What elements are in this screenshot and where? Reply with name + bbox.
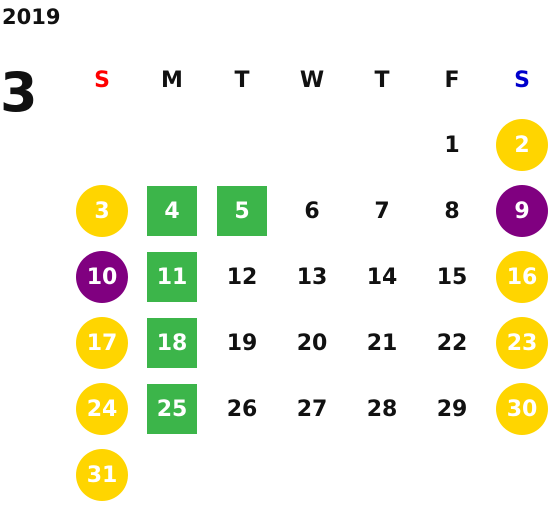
day-number: 28 <box>366 396 398 422</box>
weekday-header: W <box>299 67 325 93</box>
day-badge-yellow: 17 <box>76 317 128 369</box>
day-cell[interactable]: 9 <box>487 178 548 244</box>
day-badge-yellow: 16 <box>496 251 548 303</box>
empty-day-cell <box>137 112 207 178</box>
day-cell[interactable]: 17 <box>67 310 137 376</box>
day-badge-yellow: 3 <box>76 185 128 237</box>
empty-day-cell <box>417 442 487 508</box>
day-cell[interactable]: 8 <box>417 178 487 244</box>
day-cell[interactable]: 27 <box>277 376 347 442</box>
day-number: 12 <box>226 264 258 290</box>
day-badge-green: 18 <box>147 318 197 368</box>
day-number: 29 <box>436 396 468 422</box>
day-number: 6 <box>304 198 320 224</box>
day-number: 21 <box>366 330 398 356</box>
empty-day-cell <box>137 442 207 508</box>
day-badge-yellow: 23 <box>496 317 548 369</box>
day-cell[interactable]: 23 <box>487 310 548 376</box>
day-cell[interactable]: 31 <box>67 442 137 508</box>
day-cell[interactable]: 4 <box>137 178 207 244</box>
day-cell[interactable]: 29 <box>417 376 487 442</box>
day-badge-green: 5 <box>217 186 267 236</box>
day-cell[interactable]: 3 <box>67 178 137 244</box>
day-cell[interactable]: 16 <box>487 244 548 310</box>
day-number: 22 <box>436 330 468 356</box>
day-number: 8 <box>444 198 460 224</box>
day-cell[interactable]: 15 <box>417 244 487 310</box>
day-badge-yellow: 30 <box>496 383 548 435</box>
day-cell[interactable]: 30 <box>487 376 548 442</box>
day-number: 7 <box>374 198 390 224</box>
day-number: 20 <box>296 330 328 356</box>
empty-day-cell <box>277 442 347 508</box>
day-cell[interactable]: 12 <box>207 244 277 310</box>
day-cell[interactable]: 28 <box>347 376 417 442</box>
day-cell[interactable]: 13 <box>277 244 347 310</box>
weekday-header: S <box>514 67 530 93</box>
weekday-header: S <box>94 67 110 93</box>
day-cell[interactable]: 25 <box>137 376 207 442</box>
day-cell[interactable]: 14 <box>347 244 417 310</box>
weekday-header: T <box>374 67 390 93</box>
day-number: 13 <box>296 264 328 290</box>
day-cell[interactable]: 22 <box>417 310 487 376</box>
empty-day-cell <box>207 112 277 178</box>
day-cell[interactable]: 7 <box>347 178 417 244</box>
day-badge-purple: 10 <box>76 251 128 303</box>
day-cell[interactable]: 21 <box>347 310 417 376</box>
day-number: 1 <box>444 132 460 158</box>
empty-day-cell <box>487 442 548 508</box>
day-badge-green: 11 <box>147 252 197 302</box>
empty-day-cell <box>67 112 137 178</box>
day-cell[interactable]: 18 <box>137 310 207 376</box>
weekday-header: T <box>234 67 250 93</box>
day-cell[interactable]: 20 <box>277 310 347 376</box>
empty-day-cell <box>207 442 277 508</box>
day-badge-yellow: 24 <box>76 383 128 435</box>
empty-day-cell <box>347 112 417 178</box>
day-cell[interactable]: 11 <box>137 244 207 310</box>
month-number: 3 <box>0 61 38 124</box>
day-cell[interactable]: 26 <box>207 376 277 442</box>
day-badge-purple: 9 <box>496 185 548 237</box>
day-badge-green: 4 <box>147 186 197 236</box>
day-badge-green: 25 <box>147 384 197 434</box>
day-cell[interactable]: 6 <box>277 178 347 244</box>
day-number: 15 <box>436 264 468 290</box>
day-cell[interactable]: 2 <box>487 112 548 178</box>
day-cell[interactable]: 1 <box>417 112 487 178</box>
day-number: 14 <box>366 264 398 290</box>
day-number: 19 <box>226 330 258 356</box>
day-badge-yellow: 31 <box>76 449 128 501</box>
weekday-header: M <box>161 67 183 93</box>
year-label: 2019 <box>2 5 61 29</box>
weekday-header: F <box>444 67 460 93</box>
day-cell[interactable]: 19 <box>207 310 277 376</box>
day-badge-yellow: 2 <box>496 119 548 171</box>
day-number: 26 <box>226 396 258 422</box>
day-cell[interactable]: 5 <box>207 178 277 244</box>
empty-day-cell <box>277 112 347 178</box>
empty-day-cell <box>347 442 417 508</box>
day-number: 27 <box>296 396 328 422</box>
day-cell[interactable]: 24 <box>67 376 137 442</box>
day-cell[interactable]: 10 <box>67 244 137 310</box>
